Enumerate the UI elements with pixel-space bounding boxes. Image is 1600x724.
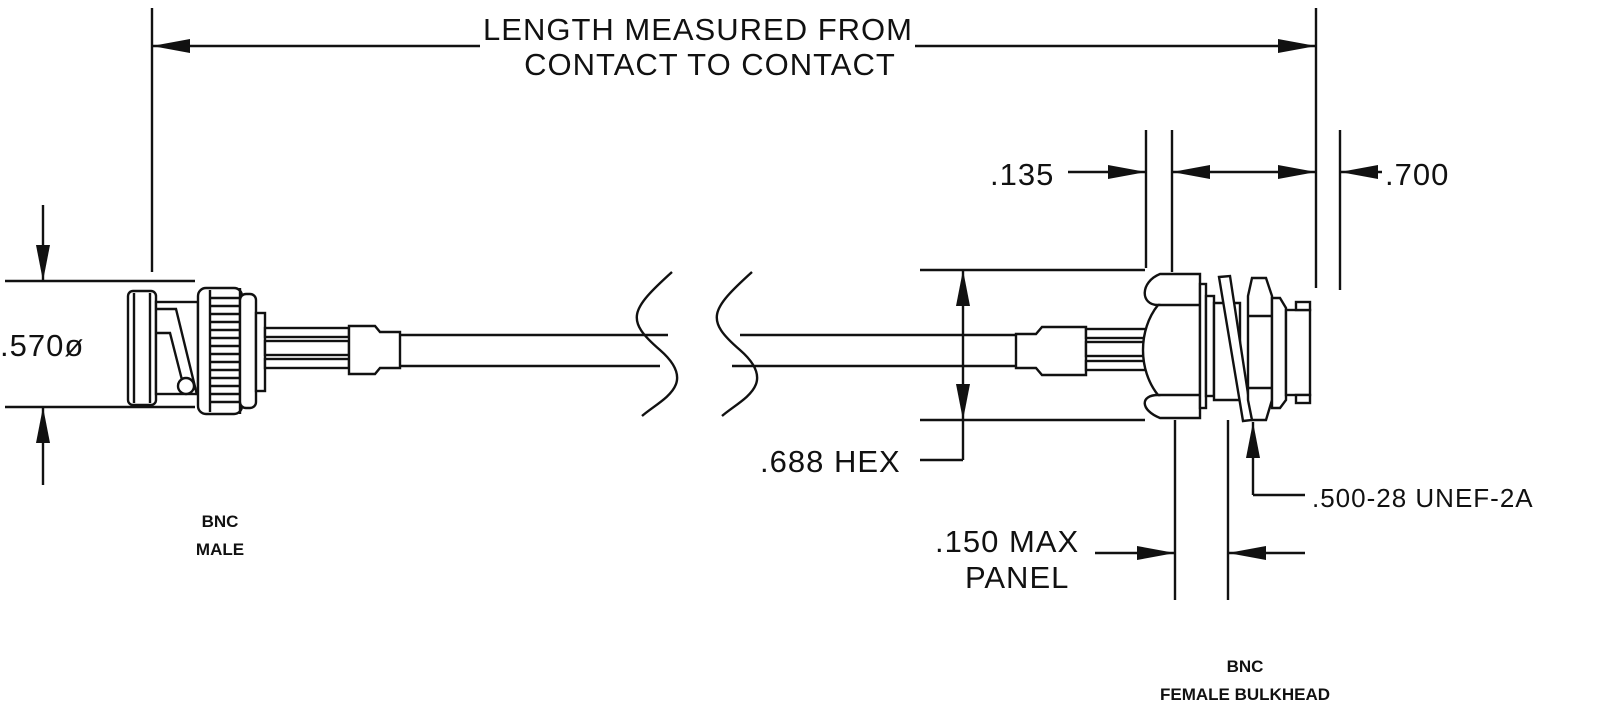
break-line-left xyxy=(635,271,679,417)
panel-dimension: .150 MAX PANEL xyxy=(935,420,1305,600)
length-note-line1: LENGTH MEASURED FROM xyxy=(483,12,913,47)
body-length-label: .700 xyxy=(1385,157,1449,192)
panel-label-line2: PANEL xyxy=(965,560,1069,595)
break-line-right xyxy=(715,271,759,417)
diameter-dimension: .570ø xyxy=(0,205,195,485)
length-note-line2: CONTACT TO CONTACT xyxy=(524,47,896,82)
thread-callout: .500-28 UNEF-2A xyxy=(1246,422,1534,513)
diameter-label: .570ø xyxy=(0,328,84,363)
male-label-line1: BNC xyxy=(202,512,239,531)
bnc-female-bulkhead-connector xyxy=(1014,272,1312,423)
flange-label: .135 xyxy=(990,157,1054,192)
flange-and-body-dimensions: .135 .700 xyxy=(990,130,1449,290)
female-label-line1: BNC xyxy=(1227,657,1264,676)
panel-label-line1: .150 MAX xyxy=(935,524,1079,559)
bnc-male-connector xyxy=(126,286,402,416)
thread-label: .500-28 UNEF-2A xyxy=(1312,483,1534,513)
male-label-line2: MALE xyxy=(196,540,244,559)
length-dimension: LENGTH MEASURED FROM CONTACT TO CONTACT xyxy=(150,8,1318,288)
hex-dimension: .688 HEX xyxy=(760,268,1145,479)
hex-label: .688 HEX xyxy=(760,444,901,479)
female-label-line2: FEMALE BULKHEAD xyxy=(1160,685,1330,704)
cable xyxy=(400,271,1016,417)
